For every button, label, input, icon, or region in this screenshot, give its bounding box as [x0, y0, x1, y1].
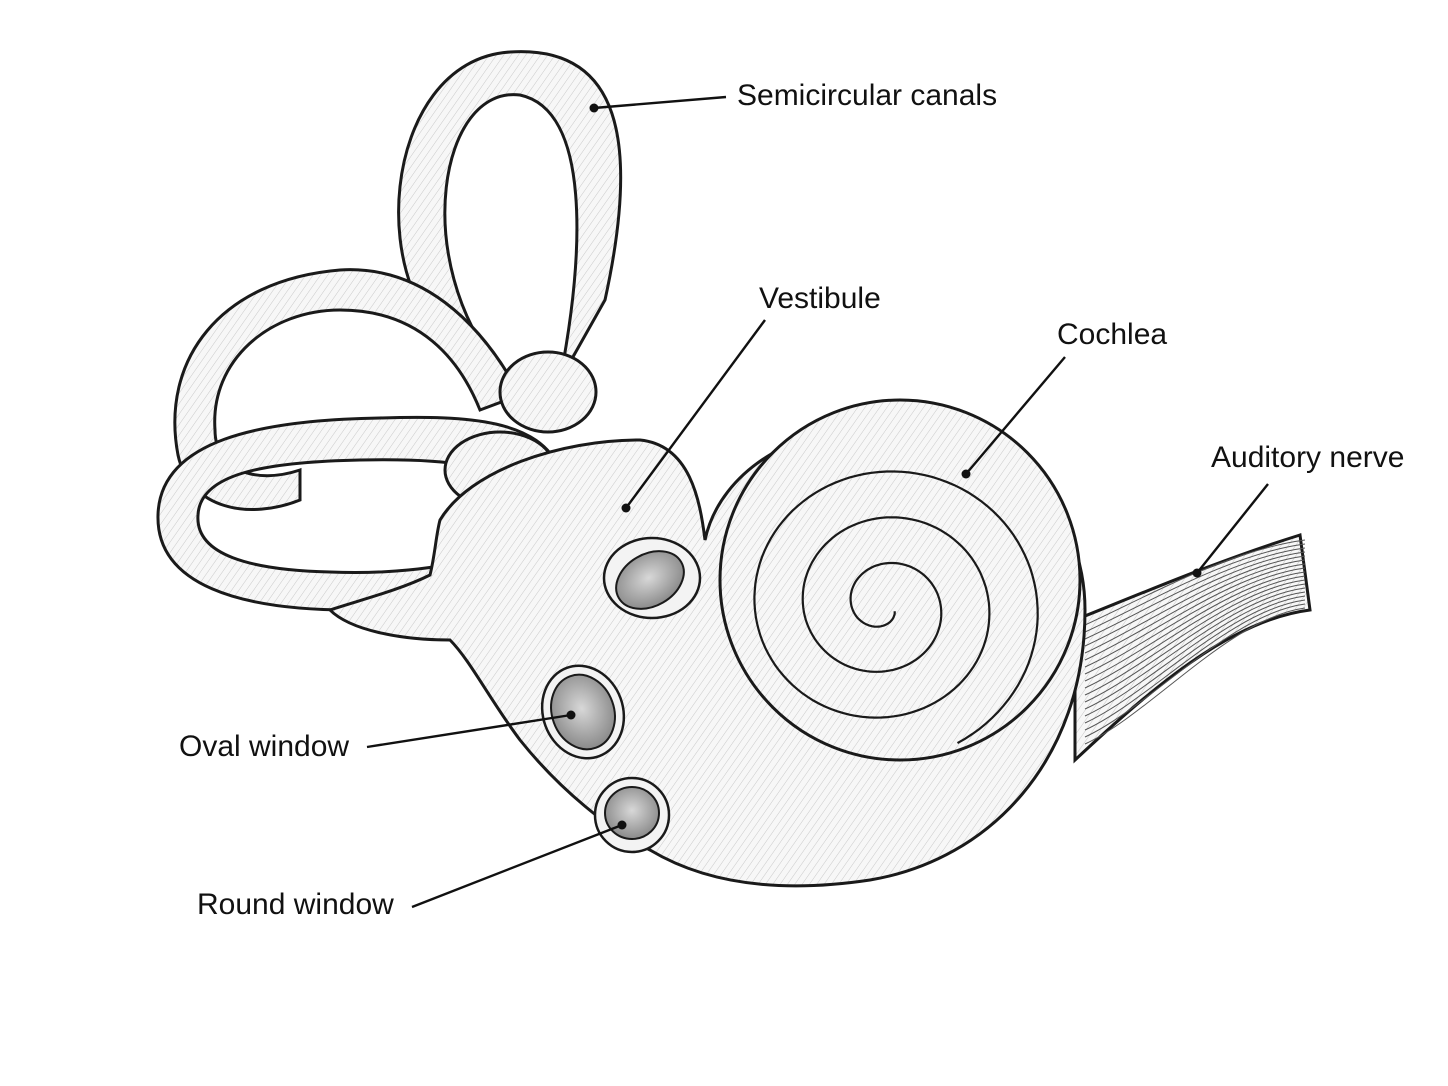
label-round-window: Round window: [197, 888, 394, 921]
label-semicircular-canals: Semicircular canals: [737, 79, 997, 112]
leader-semicircular-canals: [593, 95, 727, 110]
round-window-shape: [593, 776, 671, 854]
label-auditory-nerve: Auditory nerve: [1211, 441, 1404, 474]
label-oval-window: Oval window: [179, 730, 349, 763]
leader-cochlea: [965, 356, 1066, 475]
semicircular-canals-shape: [156, 50, 623, 612]
leader-auditory-nerve: [1196, 483, 1269, 574]
oval-window-shape: [540, 664, 626, 760]
leader-round-window: [411, 823, 623, 909]
labels: Semicircular canals Vestibule Cochlea Au…: [179, 79, 1404, 921]
auditory-nerve-shape: [1073, 533, 1312, 764]
leader-oval-window: [366, 713, 572, 749]
vestibule-opening: [602, 536, 702, 620]
label-vestibule: Vestibule: [759, 282, 881, 315]
label-cochlea: Cochlea: [1057, 318, 1167, 351]
leader-lines: [366, 95, 1269, 909]
leader-vestibule: [625, 319, 766, 509]
cochlea-spiral: [718, 398, 1082, 762]
